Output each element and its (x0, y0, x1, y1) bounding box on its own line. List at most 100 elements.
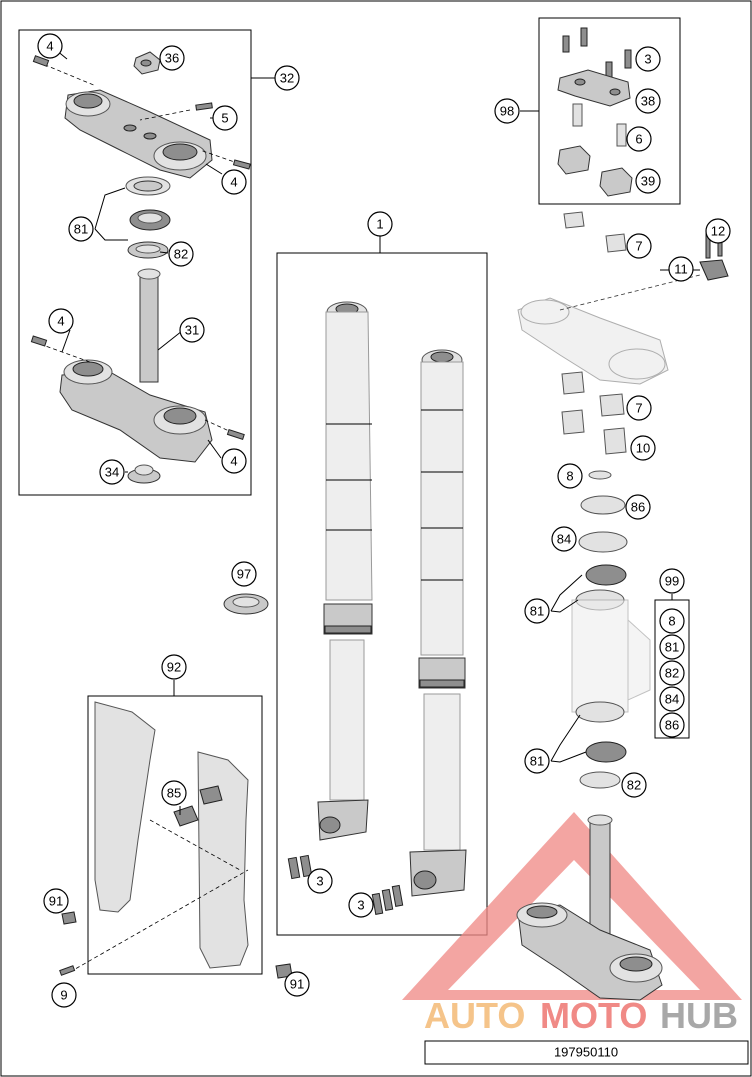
svg-text:4: 4 (57, 314, 64, 329)
svg-text:3: 3 (644, 52, 651, 67)
callout-31: 31 (179, 317, 205, 343)
svg-text:4: 4 (230, 175, 237, 190)
svg-text:81: 81 (530, 754, 544, 769)
callout-38: 38 (635, 88, 661, 114)
svg-text:92: 92 (167, 660, 181, 675)
callout-3-b: 3 (348, 892, 374, 918)
box-fork-protectors (87, 695, 263, 975)
svg-text:7: 7 (635, 401, 642, 416)
svg-text:84: 84 (665, 692, 679, 707)
rubber-bushings-lower (561, 371, 627, 455)
callout-9: 9 (51, 982, 77, 1008)
callout-82-a: 82 (168, 241, 194, 267)
top-nut (133, 51, 161, 75)
kit-item-8: 8 (659, 608, 685, 634)
callout-36: 36 (159, 45, 185, 71)
svg-text:8: 8 (566, 469, 573, 484)
svg-text:81: 81 (530, 604, 544, 619)
svg-text:34: 34 (105, 465, 119, 480)
callout-97: 97 (231, 561, 257, 587)
leader-lines (55, 49, 719, 815)
svg-text:86: 86 (665, 718, 679, 733)
lower-triple-clamp (30, 268, 245, 463)
callout-10: 10 (630, 435, 656, 461)
svg-text:10: 10 (636, 441, 650, 456)
reference-number: 197950110 (554, 1045, 618, 1060)
screw-9 (59, 965, 76, 976)
callout-81-a: 81 (68, 216, 94, 242)
svg-text:39: 39 (641, 174, 655, 189)
svg-text:91: 91 (290, 977, 304, 992)
svg-text:32: 32 (280, 71, 294, 86)
svg-text:AUTO: AUTO (424, 995, 525, 1036)
callout-8: 8 (557, 463, 583, 489)
kit-item-86: 86 (659, 712, 685, 738)
callout-3-c: 3 (635, 46, 661, 72)
svg-text:81: 81 (74, 222, 88, 237)
frame-head-tube (571, 599, 651, 713)
kit-item-81: 81 (659, 634, 685, 660)
callout-81-b: 81 (524, 598, 550, 624)
fork-tube-ring (223, 593, 269, 615)
watermark (402, 812, 742, 1000)
svg-text:36: 36 (165, 51, 179, 66)
callout-4-a: 4 (37, 33, 63, 59)
kit-list: 8 81 82 84 86 (659, 608, 685, 738)
upper-triple-clamp-right (517, 274, 701, 385)
svg-text:82: 82 (174, 247, 188, 262)
svg-text:85: 85 (167, 786, 181, 801)
rubber-bushing-upper (563, 211, 627, 253)
callout-12: 12 (705, 218, 731, 244)
callout-91-a: 91 (43, 888, 69, 914)
callout-92: 92 (161, 654, 187, 680)
axle-clamp-screws (287, 854, 404, 915)
callout-99: 99 (659, 568, 685, 594)
fork-protector-right (197, 751, 249, 969)
callout-3-a: 3 (307, 868, 333, 894)
svg-text:6: 6 (635, 132, 642, 147)
reference-number-box: 197950110 (424, 1040, 749, 1065)
callout-39: 39 (635, 168, 661, 194)
callout-7-b: 7 (626, 395, 652, 421)
callout-82-b: 82 (621, 772, 647, 798)
handlebar-clamp-kit (557, 27, 633, 197)
watermark-text: AUTO MOTO HUB (424, 995, 738, 1036)
steering-head-parts (575, 470, 628, 611)
lower-triple-clamp-right (516, 814, 663, 1001)
callout-86: 86 (625, 494, 651, 520)
callout-4-d: 4 (221, 448, 247, 474)
svg-text:81: 81 (665, 640, 679, 655)
svg-text:5: 5 (221, 111, 228, 126)
watermark-triangle (402, 812, 742, 1000)
svg-text:4: 4 (46, 39, 53, 54)
svg-text:3: 3 (316, 874, 323, 889)
svg-text:31: 31 (185, 323, 199, 338)
svg-text:38: 38 (641, 94, 655, 109)
svg-text:1: 1 (376, 217, 383, 232)
svg-text:11: 11 (674, 262, 688, 277)
callout-91-b: 91 (284, 971, 310, 997)
callout-98: 98 (494, 98, 520, 124)
fork-leg-left (317, 301, 373, 841)
callout-81-c: 81 (524, 748, 550, 774)
callout-11: 11 (668, 256, 694, 282)
callout-5: 5 (212, 105, 238, 131)
lower-stem-nut (127, 464, 161, 484)
svg-text:97: 97 (237, 567, 251, 582)
svg-text:4: 4 (230, 454, 237, 469)
svg-text:9: 9 (60, 988, 67, 1003)
svg-text:7: 7 (635, 239, 642, 254)
svg-text:91: 91 (49, 894, 63, 909)
svg-text:3: 3 (357, 898, 364, 913)
svg-text:86: 86 (631, 500, 645, 515)
screw-91-left (61, 911, 77, 925)
svg-text:99: 99 (665, 574, 679, 589)
bearing-ring (127, 241, 169, 259)
svg-text:82: 82 (665, 666, 679, 681)
upper-bearing (129, 209, 171, 231)
lower-bearing-right (575, 701, 627, 789)
svg-text:8: 8 (668, 614, 675, 629)
callout-7-a: 7 (626, 233, 652, 259)
